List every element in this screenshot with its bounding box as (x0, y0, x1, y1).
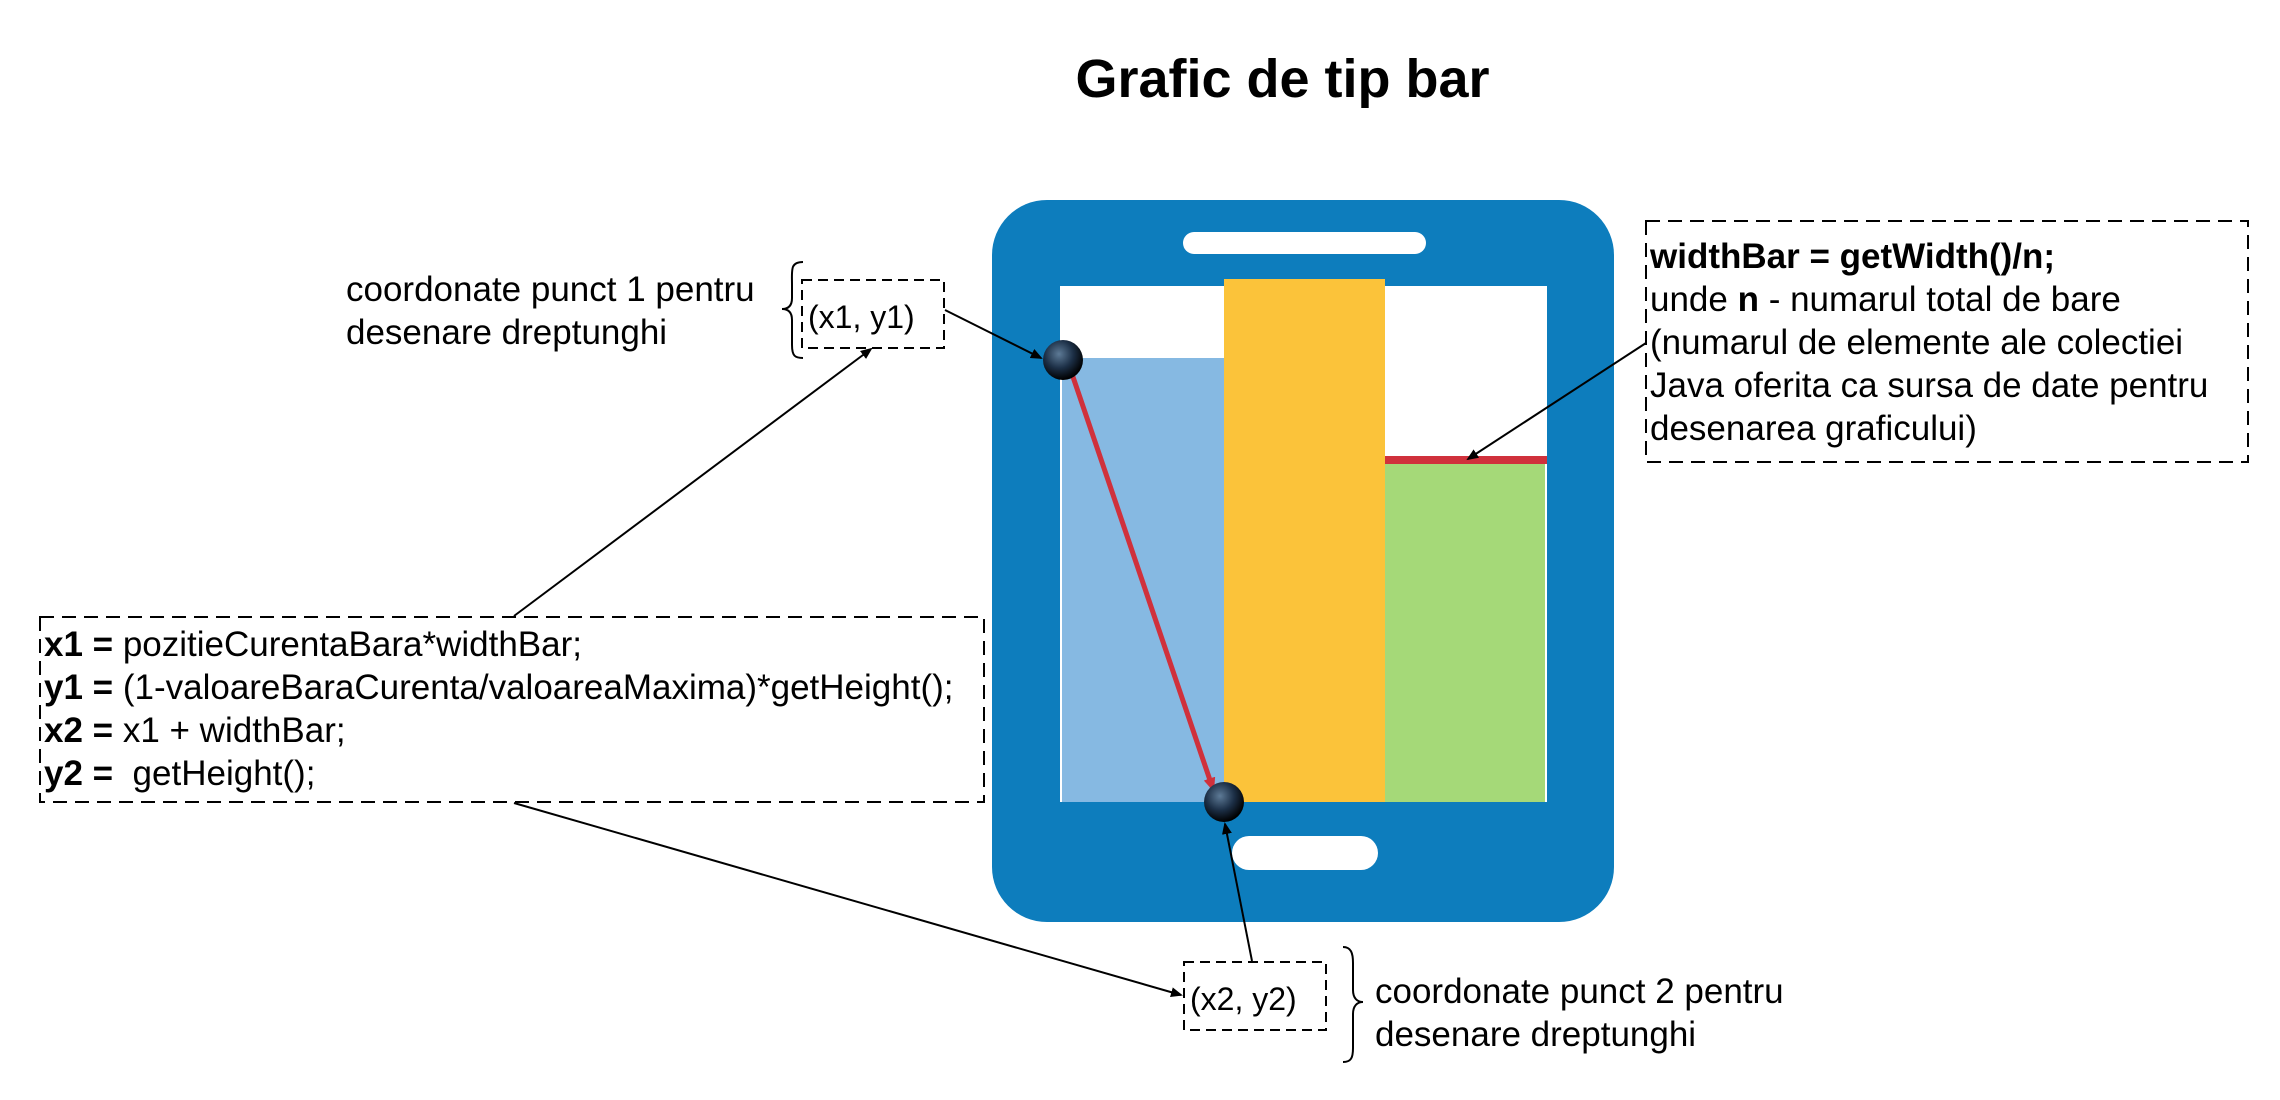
point2-box (1183, 961, 1327, 1031)
width-note-line4: Java oferita ca sursa de date pentru (1650, 366, 2209, 405)
formula-y2-name: y2 = (44, 754, 114, 793)
width-note-heading: widthBar = getWidth()/n; (1650, 237, 2056, 276)
phone-home-button (1232, 836, 1378, 870)
page-title: Grafic de tip bar (1075, 49, 1490, 109)
formula-x1-name: x1 = (44, 625, 114, 664)
point1-brace (781, 261, 804, 359)
point2-arrow (1222, 822, 1253, 962)
formula-x2-expr: x1 + widthBar; (113, 711, 346, 750)
point1-desc: coordonate punct 1 pentru desenare drept… (346, 268, 755, 354)
point1-box (801, 279, 945, 349)
width-note-box (1645, 220, 2249, 463)
bar-3-width-marker (1385, 456, 1547, 464)
formula-y2: y2 = getHeight(); (44, 752, 954, 795)
formula-box (39, 616, 985, 803)
formula-y1-name: y1 = (44, 668, 114, 707)
width-note-line2-post: - numarul total de bare (1758, 280, 2121, 319)
formula-x2: x2 = x1 + widthBar; (44, 709, 954, 752)
formula-x2-name: x2 = (44, 711, 114, 750)
formula-to-point1-arrow (513, 347, 873, 617)
point2-desc: coordonate punct 2 pentru desenare drept… (1375, 970, 1784, 1056)
point2-brace (1342, 946, 1364, 1063)
diagonal-red-arrow (1061, 358, 1216, 792)
phone-speaker (1183, 232, 1426, 254)
formula-to-point2-arrow (513, 802, 1183, 998)
bar-3 (1385, 462, 1545, 802)
point2-coord: (x2, y2) (1190, 981, 1297, 1017)
point1-desc-line2: desenare dreptunghi (346, 313, 668, 352)
point1-coord: (x1, y1) (808, 299, 915, 335)
width-note: widthBar = getWidth()/n; unde n - numaru… (1650, 235, 2208, 450)
formula-block: x1 = pozitieCurentaBara*widthBar; y1 = (… (44, 623, 954, 795)
point1-desc-line1: coordonate punct 1 pentru (346, 270, 755, 309)
formula-x1-expr: pozitieCurentaBara*widthBar; (113, 625, 582, 664)
point2-desc-line1: coordonate punct 2 pentru (1375, 972, 1784, 1011)
width-note-line3: (numarul de elemente ale colectiei (1650, 323, 2184, 362)
width-note-line2: unde n - numarul total de bare (1650, 278, 2208, 321)
formula-x1: x1 = pozitieCurentaBara*widthBar; (44, 623, 954, 666)
bar-2 (1224, 279, 1385, 802)
point2-desc-line2: desenare dreptunghi (1375, 1015, 1697, 1054)
width-note-line2-bold: n (1737, 280, 1759, 319)
formula-y1: y1 = (1-valoareBaraCurenta/valoareaMaxim… (44, 666, 954, 709)
width-note-arrow (1466, 342, 1647, 461)
point1-arrow (944, 309, 1043, 359)
point1-dot (1043, 340, 1083, 380)
formula-y1-expr: (1-valoareBaraCurenta/valoareaMaxima)*ge… (113, 668, 954, 707)
width-note-line5: desenarea graficului) (1650, 409, 1977, 448)
formula-y2-expr: getHeight(); (113, 754, 316, 793)
point2-dot (1204, 782, 1244, 822)
width-note-line2-pre: unde (1650, 280, 1738, 319)
